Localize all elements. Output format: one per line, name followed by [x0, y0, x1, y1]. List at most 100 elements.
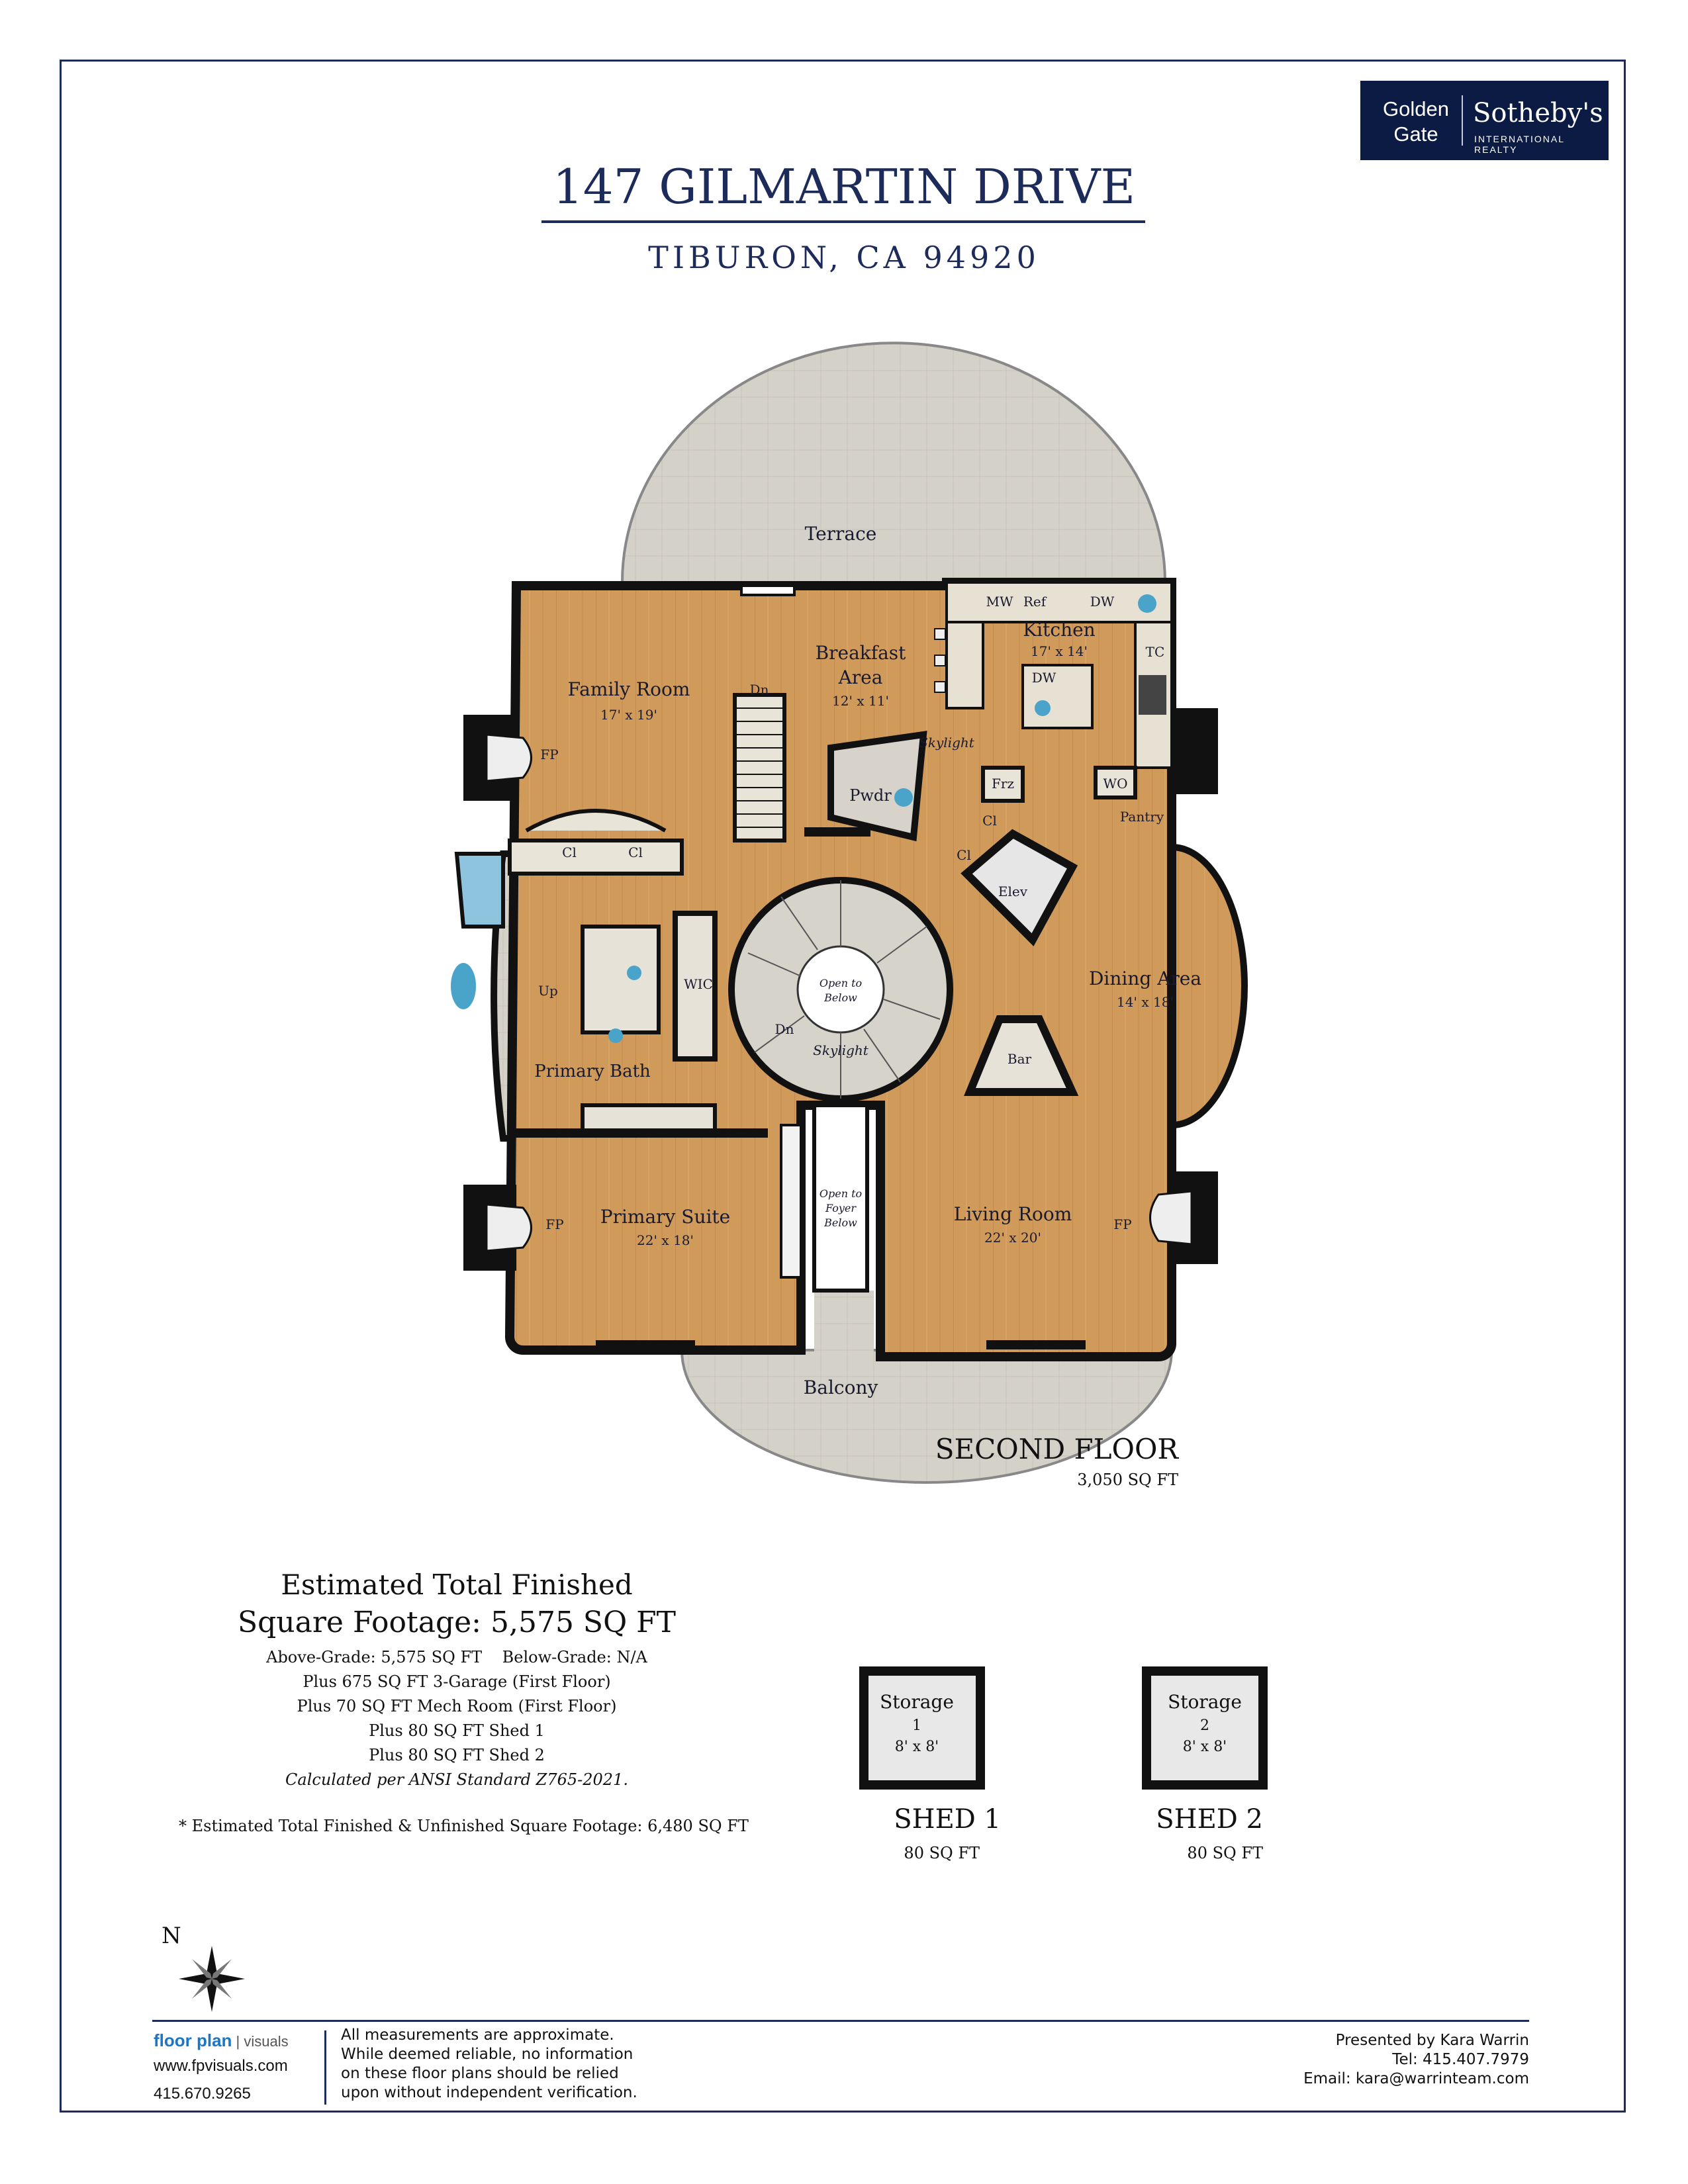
floor-sqft: 3,050 SQ FT: [1077, 1471, 1178, 1489]
label-open-foyer-2: Foyer: [825, 1202, 856, 1214]
compass-north-label: N: [162, 1923, 181, 1949]
dim-dining: 14' x 18': [1117, 994, 1174, 1010]
kitchen-chimney: [1172, 708, 1218, 794]
powder-room: [827, 731, 927, 842]
page-title: 147 GILMARTIN DRIVE: [552, 159, 1136, 214]
logo-golden: Golden: [1383, 97, 1449, 120]
presented-by: Presented by Kara Warrin: [1335, 2032, 1529, 2049]
island-sink-icon: [1035, 700, 1051, 716]
totals-detail: Plus 80 SQ FT Shed 2: [369, 1746, 545, 1764]
shed-2-sqft: 80 SQ FT: [1187, 1844, 1263, 1862]
totals-detail: Calculated per ANSI Standard Z765-2021.: [285, 1770, 628, 1789]
label-mw: MW: [986, 594, 1013, 610]
logo-gate: Gate: [1393, 122, 1438, 146]
fpvisuals-logo: floor plan | visuals: [154, 2030, 289, 2050]
shed-2-box: [1142, 1666, 1268, 1790]
logo-sothebys: Sotheby's: [1473, 98, 1603, 128]
elevator: [961, 829, 1078, 946]
page-subtitle: TIBURON, CA 94920: [648, 240, 1040, 275]
label-dw-top: DW: [1090, 594, 1115, 610]
label-breakfast-area: Area: [838, 666, 883, 688]
label-cl-1: Cl: [982, 813, 997, 829]
shed-2-dim: 8' x 8': [1182, 1739, 1227, 1755]
label-cl-3: Cl: [562, 844, 577, 860]
shed-1-sqft: 80 SQ FT: [904, 1844, 980, 1862]
totals-detail: Plus 675 SQ FT 3-Garage (First Floor): [303, 1672, 611, 1691]
shed-2-num: 2: [1200, 1717, 1209, 1734]
label-elev: Elev: [998, 884, 1028, 899]
dim-primary-suite: 22' x 18': [637, 1232, 694, 1248]
totals-note: * Estimated Total Finished & Unfinished …: [179, 1817, 749, 1835]
label-wic: WIC: [684, 976, 713, 992]
floor-title: SECOND FLOOR: [935, 1433, 1178, 1465]
dim-family-room: 17' x 19': [600, 707, 657, 723]
kitchen-back-counter: [945, 581, 1173, 623]
label-pwdr: Pwdr: [849, 786, 892, 805]
label-fp-suite: FP: [545, 1216, 564, 1232]
wic-closet: [673, 911, 718, 1062]
label-skylight-pwdr: Skylight: [919, 735, 974, 751]
dining-bay: [1168, 843, 1248, 1129]
dim-breakfast: 12' x 11': [832, 693, 889, 709]
label-dw-island: DW: [1031, 670, 1056, 686]
staircase: [733, 693, 786, 842]
bar: [964, 1015, 1079, 1096]
terrace-area: [620, 341, 1167, 584]
page-border: [60, 60, 1626, 2113]
label-dn-stair: Dn: [749, 682, 769, 698]
label-breakfast: Breakfast: [815, 642, 906, 664]
label-cl-4: Cl: [628, 844, 643, 860]
totals-detail: Plus 70 SQ FT Mech Room (First Floor): [297, 1697, 617, 1715]
dim-living: 22' x 20': [984, 1230, 1041, 1246]
label-pantry: Pantry: [1119, 809, 1164, 825]
label-open-below-1: Open to: [819, 977, 863, 989]
label-skylight-spiral: Skylight: [813, 1042, 868, 1058]
label-up: Up: [538, 983, 558, 999]
disclaimer-line: upon without independent verification.: [341, 2084, 637, 2101]
title-underline: [541, 220, 1145, 223]
agent-email[interactable]: Email: kara@warrinteam.com: [1303, 2070, 1529, 2087]
label-frz: Frz: [992, 776, 1014, 792]
label-open-below-2: Below: [824, 991, 857, 1004]
compass-rose-icon: [179, 1946, 245, 2012]
balcony-area: [680, 1349, 1174, 1484]
totals-detail: Plus 80 SQ FT Shed 1: [369, 1721, 545, 1740]
label-open-foyer-3: Below: [824, 1216, 857, 1229]
shed-1-label: SHED 1: [894, 1804, 1001, 1835]
label-living: Living Room: [953, 1203, 1072, 1225]
shed-1-dim: 8' x 8': [894, 1739, 939, 1755]
footer-rule: [152, 2020, 1529, 2022]
kitchen-sink-icon: [1138, 594, 1156, 613]
dim-kitchen: 17' x 14': [1031, 643, 1088, 659]
kitchen-side-counter: [945, 621, 984, 709]
open-to-foyer: [812, 1103, 869, 1293]
label-primary-bath: Primary Bath: [534, 1062, 651, 1081]
fpvisuals-website[interactable]: www.fpvisuals.com: [154, 2057, 288, 2075]
shed-1-num: 1: [912, 1717, 921, 1734]
label-tc: TC: [1145, 644, 1165, 660]
label-fp-family: FP: [540, 747, 559, 762]
shed-1-box: [859, 1666, 985, 1790]
footer-divider: [324, 2030, 326, 2105]
label-balcony: Balcony: [803, 1377, 878, 1398]
totals-heading-1: Estimated Total Finished: [281, 1569, 633, 1601]
logo-intl-realty: INTERNATIONAL REALTY: [1474, 134, 1565, 155]
agent-phone: Tel: 415.407.7979: [1392, 2051, 1529, 2068]
bathtub-icon: [447, 959, 480, 1013]
cooktop-icon: [1139, 675, 1166, 715]
fpvisuals-phone: 415.670.9265: [154, 2085, 251, 2103]
label-dn-spiral: Dn: [774, 1021, 794, 1037]
label-dining: Dining Area: [1088, 968, 1202, 989]
shed-2-label: SHED 2: [1156, 1804, 1263, 1835]
totals-detail: Above-Grade: 5,575 SQ FT Below-Grade: N/…: [266, 1648, 647, 1666]
label-open-foyer-1: Open to: [819, 1187, 863, 1200]
label-cl-2: Cl: [957, 847, 971, 863]
totals-heading-2: Square Footage: 5,575 SQ FT: [238, 1606, 676, 1639]
label-primary-suite: Primary Suite: [600, 1206, 731, 1228]
label-wo: WO: [1103, 776, 1128, 792]
label-ref: Ref: [1023, 594, 1047, 610]
shower-icon: [454, 852, 505, 929]
shed-2-room: Storage: [1168, 1691, 1242, 1713]
